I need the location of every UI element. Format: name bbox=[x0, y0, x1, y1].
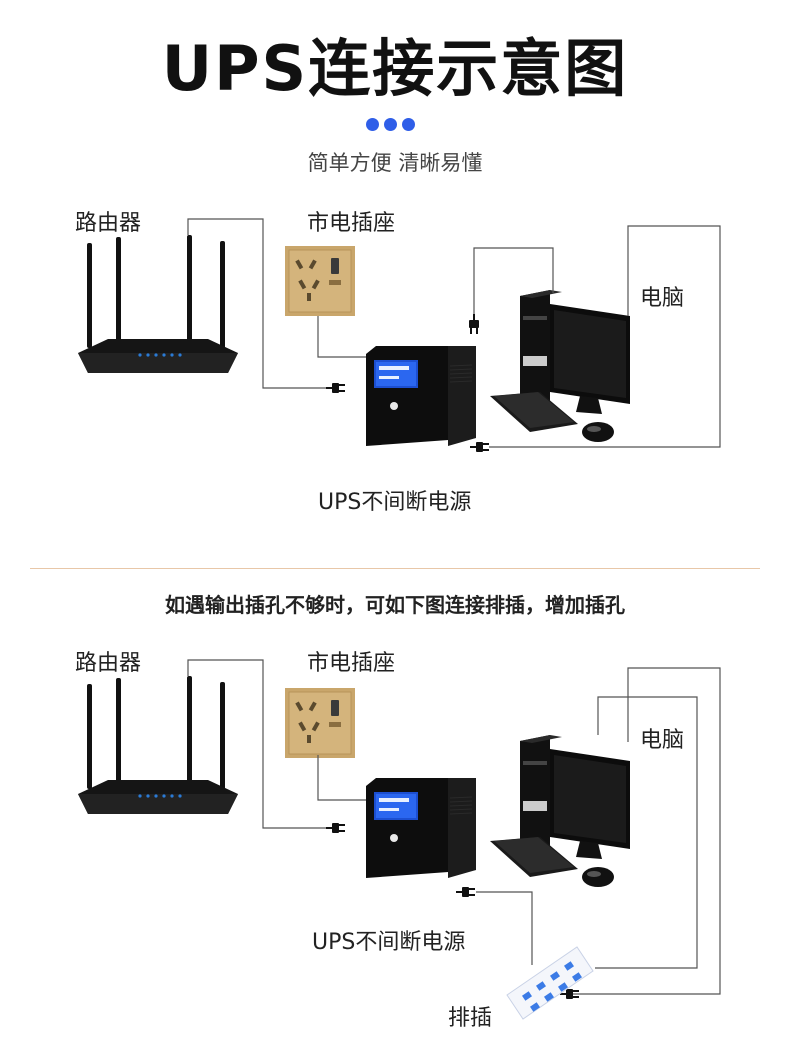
computer-icon bbox=[490, 290, 630, 442]
ups-label: UPS不间断电源 bbox=[318, 490, 472, 515]
router-icon bbox=[78, 235, 238, 373]
computer-icon bbox=[490, 735, 630, 887]
computer-label: 电脑 bbox=[640, 286, 685, 311]
page-title: UPS连接示意图 bbox=[161, 32, 629, 105]
ups-icon bbox=[365, 777, 477, 879]
wall-outlet-icon bbox=[284, 245, 356, 317]
wall-outlet-icon bbox=[284, 687, 356, 759]
extension-note: 如遇输出插孔不够时，可如下图连接排插，增加插孔 bbox=[165, 593, 625, 617]
plug-icon bbox=[469, 314, 479, 334]
power-strip-label: 排插 bbox=[448, 1006, 493, 1031]
power-strip-icon bbox=[506, 946, 594, 1020]
computer-label: 电脑 bbox=[640, 728, 685, 753]
router-label: 路由器 bbox=[75, 211, 142, 236]
outlet-label: 市电插座 bbox=[307, 651, 396, 676]
diagram-2 bbox=[78, 659, 721, 1020]
decorative-dots bbox=[366, 116, 420, 135]
page-subtitle: 简单方便 清晰易懂 bbox=[307, 151, 483, 175]
plug-icon bbox=[456, 887, 475, 897]
diagram-1 bbox=[78, 218, 721, 452]
ups-icon bbox=[365, 345, 477, 447]
section-divider bbox=[30, 568, 760, 569]
plug-icon bbox=[470, 442, 489, 452]
router-icon bbox=[78, 676, 238, 814]
plug-icon bbox=[326, 823, 345, 833]
outlet-label: 市电插座 bbox=[307, 211, 396, 236]
plug-icon bbox=[326, 383, 345, 393]
ups-label: UPS不间断电源 bbox=[312, 930, 466, 955]
router-label: 路由器 bbox=[75, 651, 142, 676]
